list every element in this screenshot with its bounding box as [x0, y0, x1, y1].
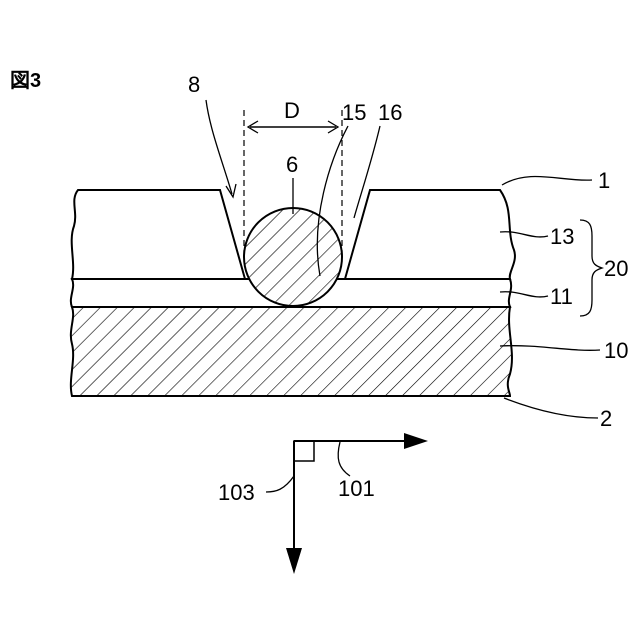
callout-outer-edge: 16 [378, 100, 402, 125]
callout-particle: 6 [286, 152, 298, 177]
callout-substrate: 10 [604, 338, 628, 363]
callout-upper-layer: 13 [550, 224, 574, 249]
callout-inner-edge: 15 [342, 100, 366, 125]
callout-layer-group: 20 [604, 256, 628, 281]
direction-axes [266, 433, 428, 574]
callout-top-surface: 1 [598, 168, 610, 193]
substrate-layer [71, 307, 512, 396]
callout-groove: 8 [188, 72, 200, 97]
figure-label: 図3 [10, 70, 41, 92]
dimension-label: D [284, 98, 300, 123]
callout-lower-layer: 11 [550, 284, 573, 309]
callout-vertical-axis: 103 [218, 480, 255, 505]
callout-horizontal-axis: 101 [338, 476, 375, 501]
callout-bottom-surface: 2 [600, 406, 612, 431]
